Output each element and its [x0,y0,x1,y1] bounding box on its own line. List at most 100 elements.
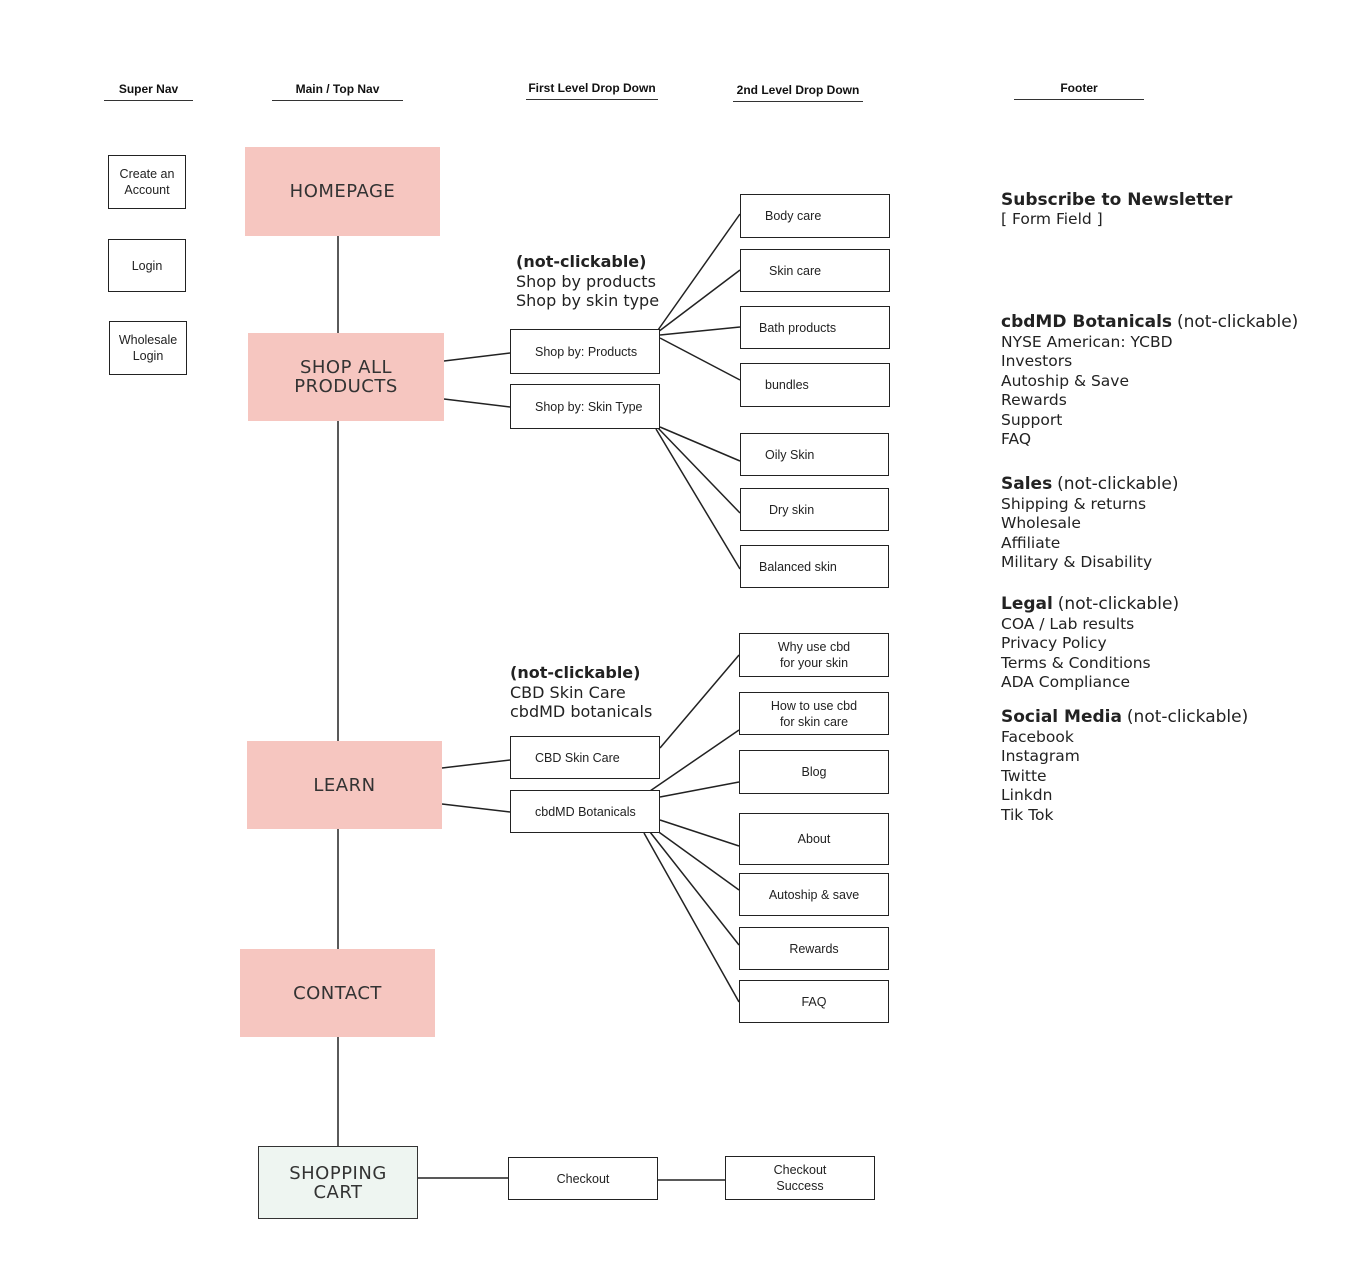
link-skintype-balanced [655,428,741,570]
newsletter-form-field[interactable]: [ Form Field ] [1001,209,1103,228]
footer-link-twitter[interactable]: Twitte [1001,766,1047,785]
blog-item[interactable]: Blog [739,750,889,794]
checkout-success-label: Checkout Success [773,1163,827,1193]
footer-link-facebook[interactable]: Facebook [1001,727,1074,746]
footer-link-investors[interactable]: Investors [1001,352,1073,370]
how-to-use-cbd-item[interactable]: How to use cbd for skin care [739,692,889,735]
link-bot-faq [643,832,740,1003]
cbd-skin-care-item[interactable]: CBD Skin Care [510,736,660,779]
shop-note-heading: (not-clickable) [516,252,647,271]
checkout-success-item[interactable]: Checkout Success [725,1156,875,1200]
main-nav-shopping-cart[interactable]: SHOPPING CART [258,1146,418,1219]
autoship-save-label: Autoship & save [768,887,860,902]
footer-link-coa[interactable]: COA / Lab results [1001,614,1135,633]
dry-skin-item[interactable]: Dry skin [740,488,889,531]
shop-by-products-label: Shop by: Products [535,344,638,359]
footer-link-autoship[interactable]: Autoship & Save [1001,371,1130,390]
footer-link-wholesale[interactable]: Wholesale [1001,514,1081,532]
create-account-button[interactable]: Create an Account [108,155,186,209]
footer-link-privacy[interactable]: Privacy Policy [1001,634,1107,652]
balanced-skin-label: Balanced skin [759,559,837,574]
main-nav-contact[interactable]: CONTACT [240,949,435,1037]
how-to-use-cbd-label: How to use cbd for skin care [770,698,858,729]
main-nav-homepage[interactable]: HOMEPAGE [245,147,440,236]
body-care-label: Body care [765,209,822,223]
column-header-footer: Footer [1014,81,1144,100]
skin-care-label: Skin care [769,263,822,278]
faq-item[interactable]: FAQ [739,980,889,1023]
why-use-cbd-item[interactable]: Why use cbd for your skin [739,633,889,677]
link-learn-botanicals [441,803,511,813]
footer-link-nyse[interactable]: NYSE American: YCBD [1001,332,1173,351]
link-bot-about [659,819,740,847]
footer-link-shipping[interactable]: Shipping & returns [1001,494,1147,513]
footer-link-affiliate[interactable]: Affiliate [1001,533,1061,552]
footer-link-support[interactable]: Support [1001,410,1063,429]
shop-by-products-item[interactable]: Shop by: Products [510,329,660,374]
link-bot-how [649,729,740,792]
footer-link-military[interactable]: Military & Disability [1001,553,1153,571]
skin-care-item[interactable]: Skin care [740,249,890,292]
footer-link-ada[interactable]: ADA Compliance [1001,673,1131,691]
create-account-label: Create an Account [119,167,175,197]
shopping-cart-label: SHOPPING CART [289,1162,387,1203]
footer-link-tiktok[interactable]: Tik Tok [1001,805,1054,824]
link-bot-autoship [655,829,740,891]
dry-skin-label: Dry skin [769,502,815,517]
social-tag: (not-clickable) [1126,707,1249,727]
bath-products-item[interactable]: Bath products [740,306,890,349]
footer-link-instagram[interactable]: Instagram [1001,747,1080,765]
rewards-label: Rewards [789,941,839,956]
link-bot-rewards [649,831,740,946]
column-header-super-nav: Super Nav [104,82,193,101]
body-care-item[interactable]: Body care [740,194,890,238]
column-header-first-level: First Level Drop Down [526,81,658,100]
learn-note-line1: CBD Skin Care [510,682,626,702]
link-products-bundles [659,337,741,381]
bath-products-label: Bath products [759,320,837,335]
link-bot-blog [659,781,740,798]
learn-note: (not-clickable) CBD Skin Care cbdMD bota… [510,663,652,722]
cbdmd-botanicals-item[interactable]: cbdMD Botanicals [510,790,660,833]
oily-skin-item[interactable]: Oily Skin [740,433,889,476]
rewards-item[interactable]: Rewards [739,927,889,970]
link-skintype-dry [657,427,741,514]
footer-link-linkedin[interactable]: Linkdn [1001,786,1053,804]
learn-label: LEARN [313,774,376,796]
blog-label: Blog [801,765,827,779]
sales-title: Sales [1001,474,1053,494]
checkout-label: Checkout [556,1171,610,1186]
shop-note-line1: Shop by products [516,271,656,291]
footer-link-terms[interactable]: Terms & Conditions [1001,653,1151,672]
shop-by-skin-type-label: Shop by: Skin Type [535,399,643,414]
about-item[interactable]: About [739,813,889,865]
main-nav-shop-all-products[interactable]: SHOP ALL PRODUCTS [248,333,444,421]
footer-botanicals: cbdMD Botanicals (not-clickable) NYSE Am… [1001,312,1299,450]
column-header-second-level: 2nd Level Drop Down [733,83,863,102]
autoship-save-item[interactable]: Autoship & save [739,873,889,916]
learn-note-line2: cbdMD botanicals [510,702,653,721]
cbdmd-botanicals-label: cbdMD Botanicals [535,804,636,819]
bundles-item[interactable]: bundles [740,363,890,407]
checkout-item[interactable]: Checkout [508,1157,658,1200]
footer-link-faq[interactable]: FAQ [1001,430,1032,448]
botanicals-tag: (not-clickable) [1176,312,1299,332]
shop-by-skin-type-item[interactable]: Shop by: Skin Type [510,384,660,429]
sales-tag: (not-clickable) [1057,474,1179,494]
shop-note-line2: Shop by skin type [516,291,660,310]
social-title: Social Media [1001,707,1122,727]
newsletter-title[interactable]: Subscribe to Newsletter [1001,190,1233,210]
faq-label: FAQ [801,994,827,1009]
main-nav-learn[interactable]: LEARN [247,741,442,829]
link-products-bath [659,326,741,336]
botanicals-title: cbdMD Botanicals [1001,312,1173,332]
why-use-cbd-label: Why use cbd for your skin [777,640,851,670]
wholesale-login-button[interactable]: Wholesale Login [109,321,187,375]
footer-link-rewards[interactable]: Rewards [1001,391,1067,409]
login-label: Login [131,258,163,273]
balanced-skin-item[interactable]: Balanced skin [740,545,889,588]
learn-note-heading: (not-clickable) [510,663,641,682]
login-button[interactable]: Login [108,239,186,292]
bundles-label: bundles [765,378,809,392]
